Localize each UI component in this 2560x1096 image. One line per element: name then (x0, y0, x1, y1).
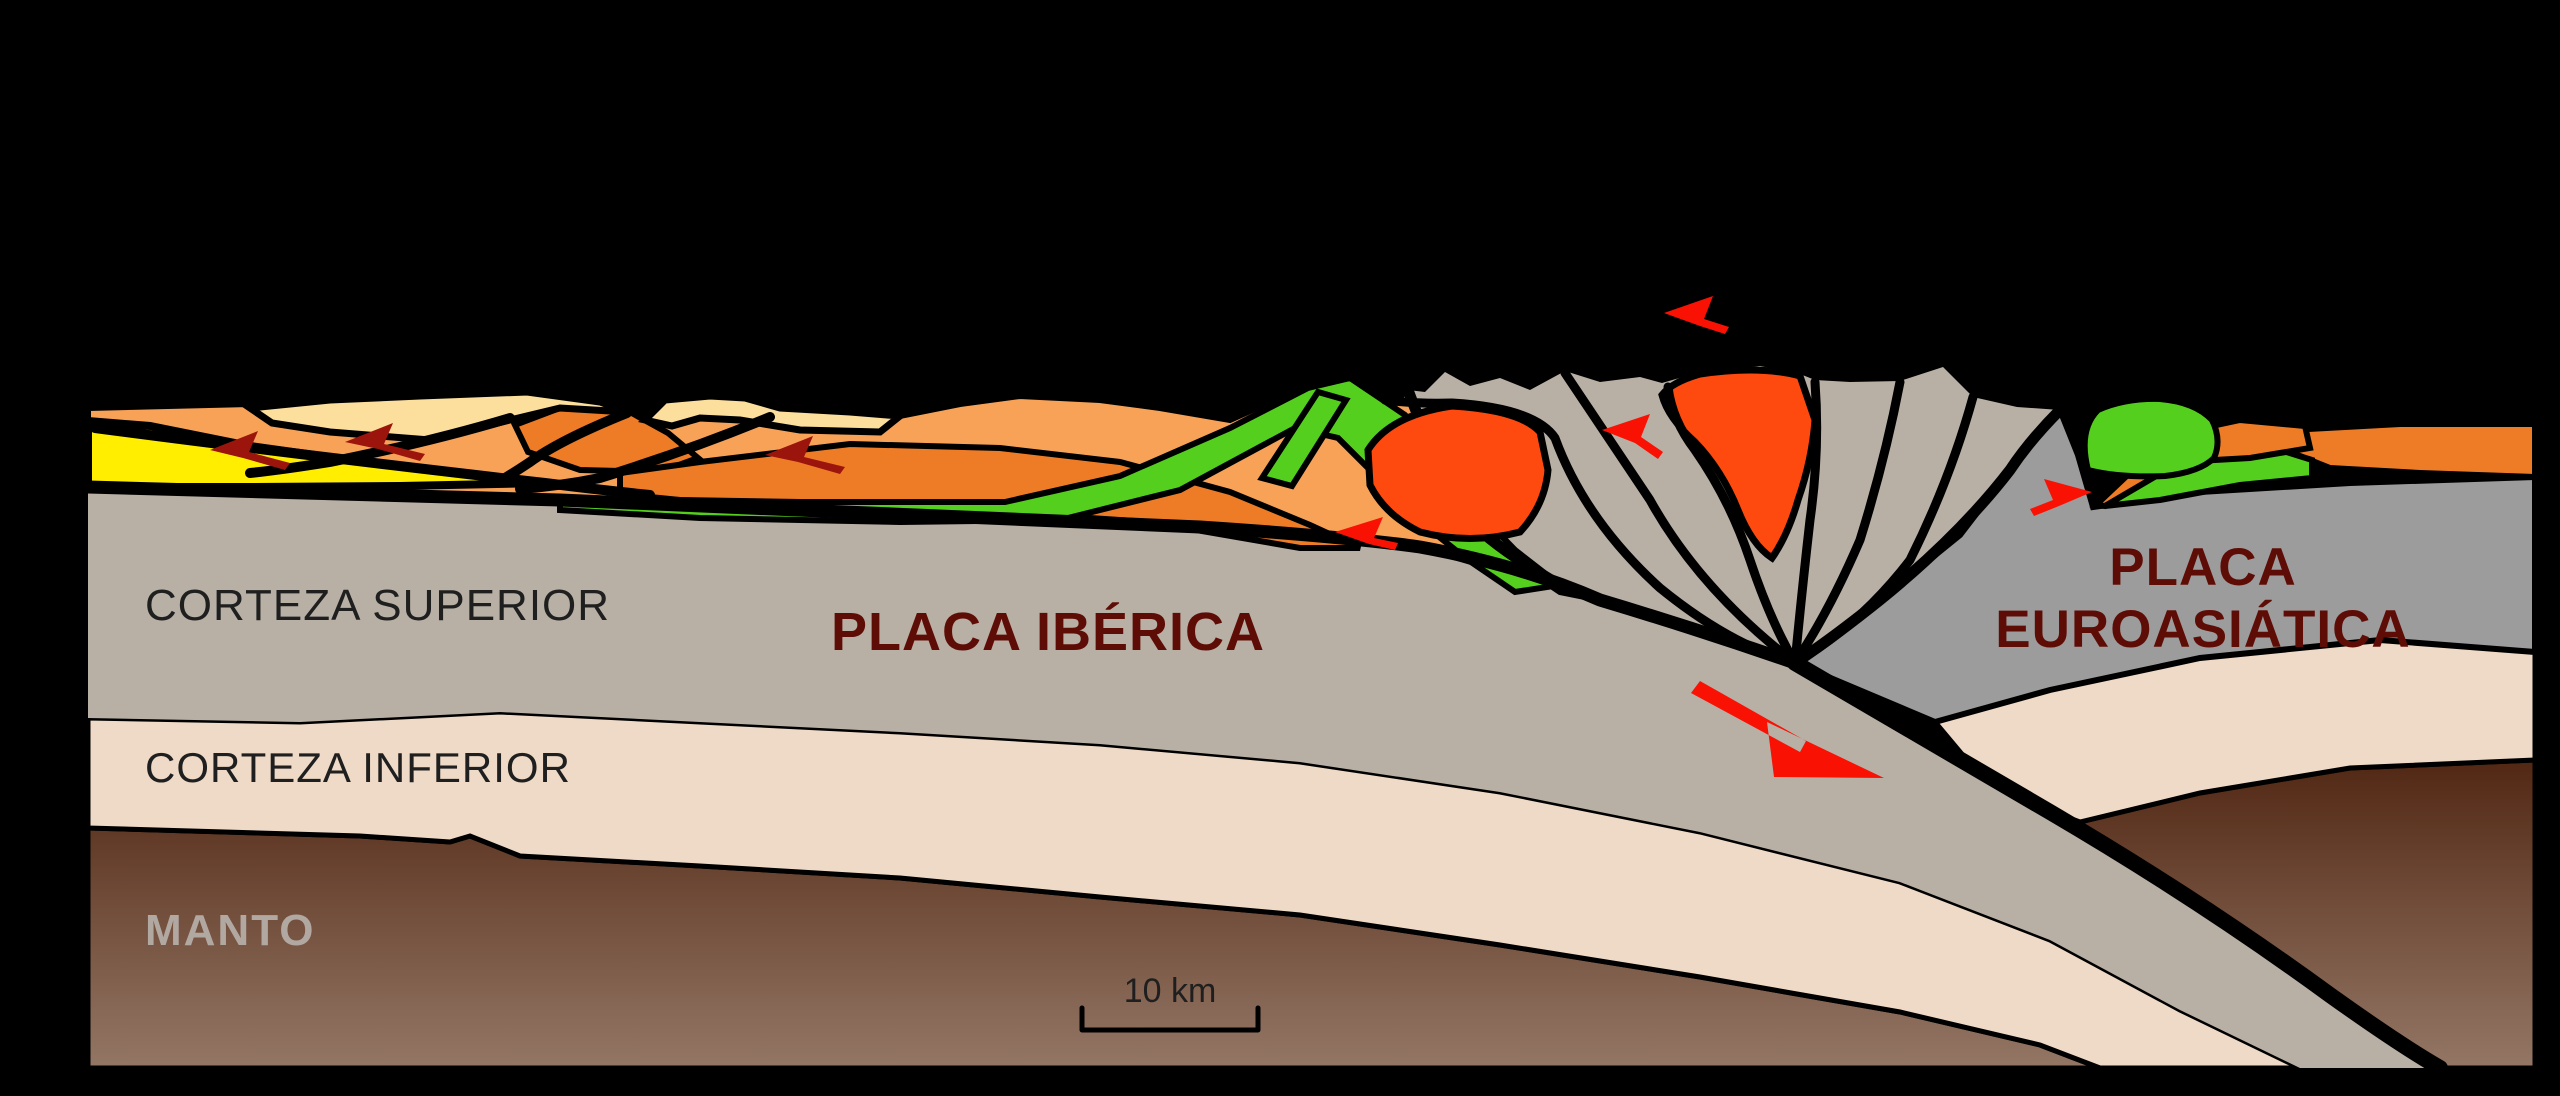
label-lower-crust: CORTEZA INFERIOR (145, 744, 571, 791)
wedge-fault-1 (1380, 395, 1800, 668)
thrust-fault-left-3 (500, 408, 632, 483)
wedge-eurasian-boundary-fault (1789, 404, 2066, 669)
sediment-tan-band-west (240, 388, 629, 444)
igneous-body-west (1364, 402, 1552, 542)
movement-arrow-sky-icon (1664, 296, 1729, 334)
label-iberian-plate: PLACA IBÉRICA (831, 602, 1265, 662)
movement-arrow-eurasian-icon (2030, 479, 2092, 516)
thrust-arrow-maroon-1-icon (210, 431, 290, 470)
label-upper-crust: CORTEZA SUPERIOR (145, 581, 610, 630)
movement-arrow-central-fault-icon (1602, 414, 1663, 459)
main-plate-boundary-fault (1787, 655, 2448, 1076)
scale-bar (1079, 1005, 1261, 1033)
thrust-fault-left-2 (245, 413, 515, 478)
iberian-plate-upper-crust (88, 366, 2435, 1068)
thrust-fault-left-4 (515, 412, 775, 494)
thrust-arrow-maroon-3-icon (765, 436, 845, 474)
wedge-fault-5 (1790, 377, 1905, 668)
wedge-fault-2 (1560, 368, 1800, 668)
label-eurasian-plate-line1: PLACA (2109, 538, 2297, 597)
sediment-green-sliver (1257, 388, 1351, 490)
eurasian-green-blob (2081, 395, 2221, 480)
wedge-fault-4 (1790, 377, 1822, 668)
label-mantle: MANTO (145, 906, 316, 955)
decollement-fault (81, 480, 1802, 670)
wedge-fault-3 (1663, 382, 1800, 668)
movement-arrow-main-thrust-icon (1691, 681, 1884, 778)
movement-arrow-wedge-front-icon (1335, 517, 1398, 550)
label-eurasian-plate-line2: EUROASIÁTICA (1995, 599, 2410, 659)
thrust-arrow-maroon-2-icon (345, 423, 425, 461)
scale-bar-label: 10 km (1124, 972, 1217, 1010)
thrust-fault-left-1 (90, 423, 655, 500)
igneous-body-east (1658, 366, 1819, 563)
